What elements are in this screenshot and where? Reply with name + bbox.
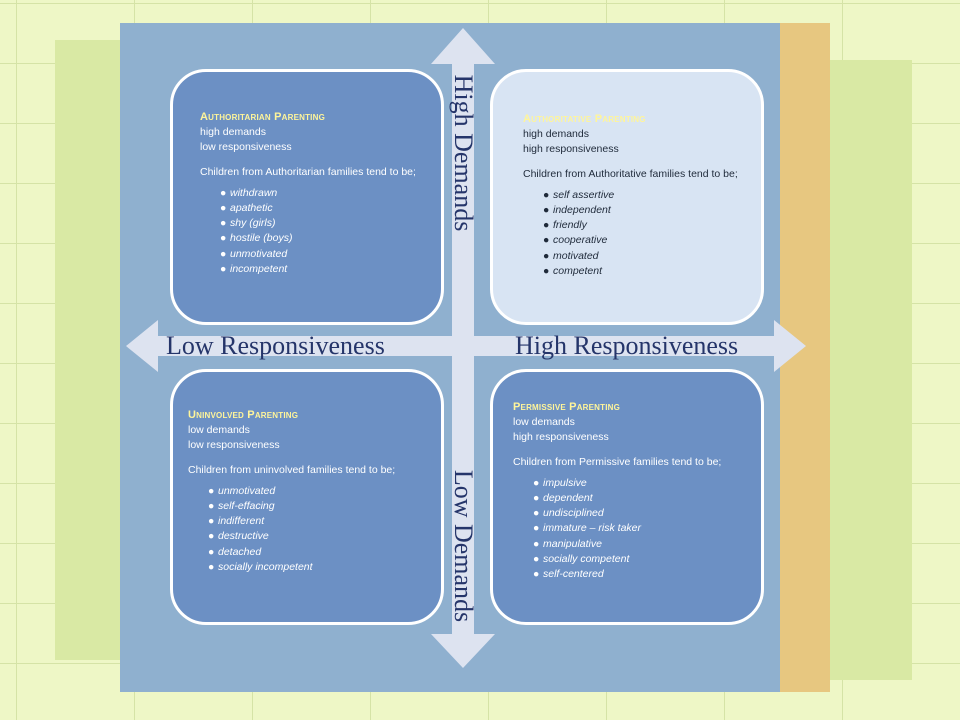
trait-item: ●apathetic [220,202,273,215]
trait-item: ●incompetent [220,262,288,275]
permissive-box: Permissive Parenting low demands high re… [490,369,764,625]
responsiveness-text: high responsiveness [523,143,619,156]
trait-item: ●immature – risk taker [533,522,642,535]
trait-list: ●unmotivated ●self-effacing ●indifferent… [188,484,427,575]
intro-text: Children from Authoritative families ten… [523,167,738,180]
demands-text: high demands [200,126,266,139]
responsiveness-text: high responsiveness [513,431,609,444]
trait-item: ●undisciplined [533,507,604,520]
quadrant-title: Authoritarian Parenting [200,111,326,123]
background-tile [830,60,912,680]
trait-item: ●shy (girls) [220,217,276,230]
trait-item: ●unmotivated [208,484,276,497]
trait-item: ●motivated [543,249,599,262]
uninvolved-box: Uninvolved Parenting low demands low res… [170,369,444,625]
trait-item: ●detached [208,545,262,558]
trait-item: ●cooperative [543,234,608,247]
quadrant-title: Authoritative Parenting [523,113,646,125]
high-demands-label: High Demands [449,74,478,232]
intro-text: Children from Authoritarian families ten… [200,165,416,178]
trait-item: ●manipulative [533,537,602,550]
trait-item: ●self-centered [533,568,604,581]
authoritarian-box: Authoritarian Parenting high demands low… [170,69,444,325]
intro-text: Children from Permissive families tend t… [513,455,722,468]
intro-text: Children from uninvolved families tend t… [188,463,396,476]
demands-text: low demands [513,416,575,429]
trait-item: ●dependent [533,492,593,505]
trait-list: ●impulsive ●dependent ●undisciplined ●im… [513,476,747,582]
trait-item: ●hostile (boys) [220,232,293,245]
trait-item: ●indifferent [208,515,265,528]
trait-item: ●unmotivated [220,247,288,260]
trait-item: ●competent [543,264,603,277]
responsiveness-text: low responsiveness [188,439,280,452]
high-responsiveness-label: High Responsiveness [515,331,739,360]
trait-item: ●destructive [208,530,269,543]
responsiveness-text: low responsiveness [200,141,292,154]
low-responsiveness-label: Low Responsiveness [166,331,385,360]
demands-text: low demands [188,424,250,437]
trait-list: ●self assertive ●independent ●friendly ●… [523,188,747,279]
quadrant-title: Permissive Parenting [513,401,621,413]
background-tile [55,40,120,660]
trait-item: ●withdrawn [220,186,278,199]
trait-item: ●self-effacing [208,500,275,513]
trait-list: ●withdrawn ●apathetic ●shy (girls) ●host… [200,186,427,277]
trait-item: ●independent [543,204,611,217]
quadrant-title: Uninvolved Parenting [188,409,299,421]
trait-item: ●socially competent [533,552,630,565]
demands-text: high demands [523,128,589,141]
trait-item: ●self assertive [543,188,615,201]
trait-item: ●socially incompetent [208,560,313,573]
trait-item: ●friendly [543,219,587,232]
authoritative-box: Authoritative Parenting high demands hig… [490,69,764,325]
low-demands-label: Low Demands [449,469,478,623]
trait-item: ●impulsive [533,476,587,489]
horizontal-axis-arrow [126,320,806,372]
